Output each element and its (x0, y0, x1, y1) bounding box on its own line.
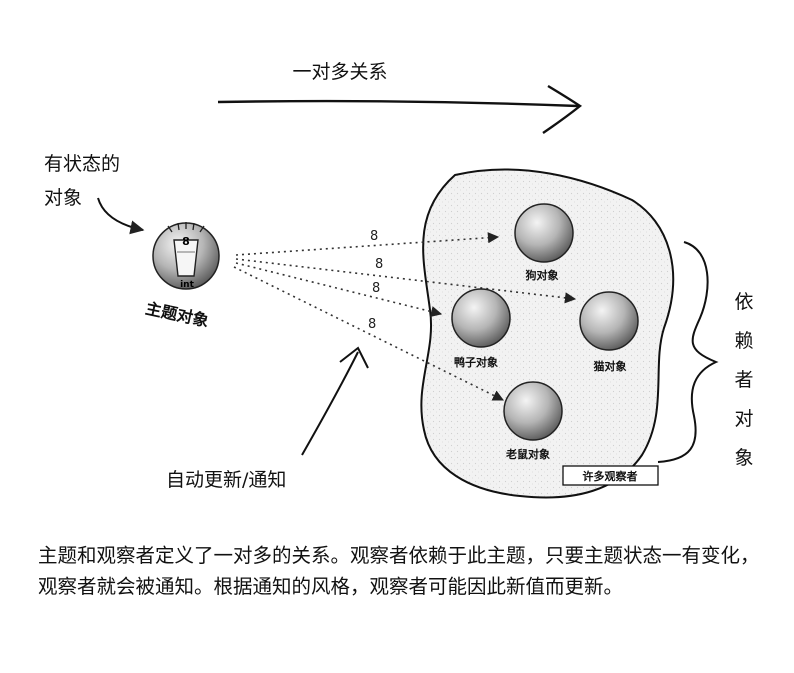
observer-ball (514, 203, 574, 263)
dependents-label-char-2: 赖 (734, 330, 753, 352)
message-arrows (233, 232, 577, 401)
message-value-1: 8 (370, 229, 378, 244)
message-arrow-dog (235, 232, 500, 256)
observers-box-label: 许多观察者 (583, 469, 638, 483)
dependents-label-char-4: 对 (734, 408, 753, 430)
dependents-label-char-1: 依 (734, 291, 753, 313)
observers-blob (420, 168, 675, 499)
message-value-3: 8 (372, 281, 380, 296)
observer-dog: 狗对象 (514, 203, 574, 282)
message-value-2: 8 (375, 257, 383, 272)
notify-arrowhead (339, 346, 369, 369)
observer-cat: 猫对象 (579, 291, 639, 373)
caption-paragraph: 主题和观察者定义了一对多的关系。观察者依赖于此主题，只要主题状态一有变化，观察者… (38, 544, 760, 598)
dependents-label-char-3: 者 (734, 369, 753, 391)
diagram-title: 一对多关系 (292, 61, 387, 83)
observer-label: 老鼠对象 (505, 447, 550, 461)
cup-icon (173, 239, 199, 277)
notify-arrow (301, 351, 359, 456)
observers-box (562, 465, 659, 486)
dependents-label-char-5: 象 (734, 447, 753, 469)
observer-label: 猫对象 (594, 359, 627, 373)
annotation-arrow (97, 197, 145, 235)
observer-ball (451, 288, 511, 348)
stateful-annotation-line1: 有状态的 (44, 153, 120, 175)
notify-label: 自动更新/通知 (166, 469, 286, 491)
message-arrow-mouse (233, 266, 505, 401)
observer-diagram: 一对多关系 有状态的 对象 8 int 主题对象 8 8 8 8 狗对象 鸭子对… (44, 61, 754, 499)
one-to-many-arrow (217, 99, 579, 108)
observer-ball (503, 381, 563, 441)
subject-object: 8 int (152, 222, 220, 290)
subject-type-label: int (180, 280, 194, 290)
observer-label: 鸭子对象 (454, 355, 498, 369)
one-to-many-arrowhead (542, 84, 583, 134)
observer-label: 狗对象 (526, 268, 559, 282)
observer-duck: 鸭子对象 (451, 288, 511, 369)
glow-lines (167, 222, 205, 233)
subject-value: 8 (182, 235, 190, 248)
message-value-4: 8 (368, 317, 376, 332)
observer-ball (579, 291, 639, 351)
subject-label: 主题对象 (144, 299, 211, 331)
observer-mouse: 老鼠对象 (503, 381, 563, 461)
dependents-brace (657, 241, 719, 463)
stateful-annotation-line2: 对象 (44, 187, 82, 209)
